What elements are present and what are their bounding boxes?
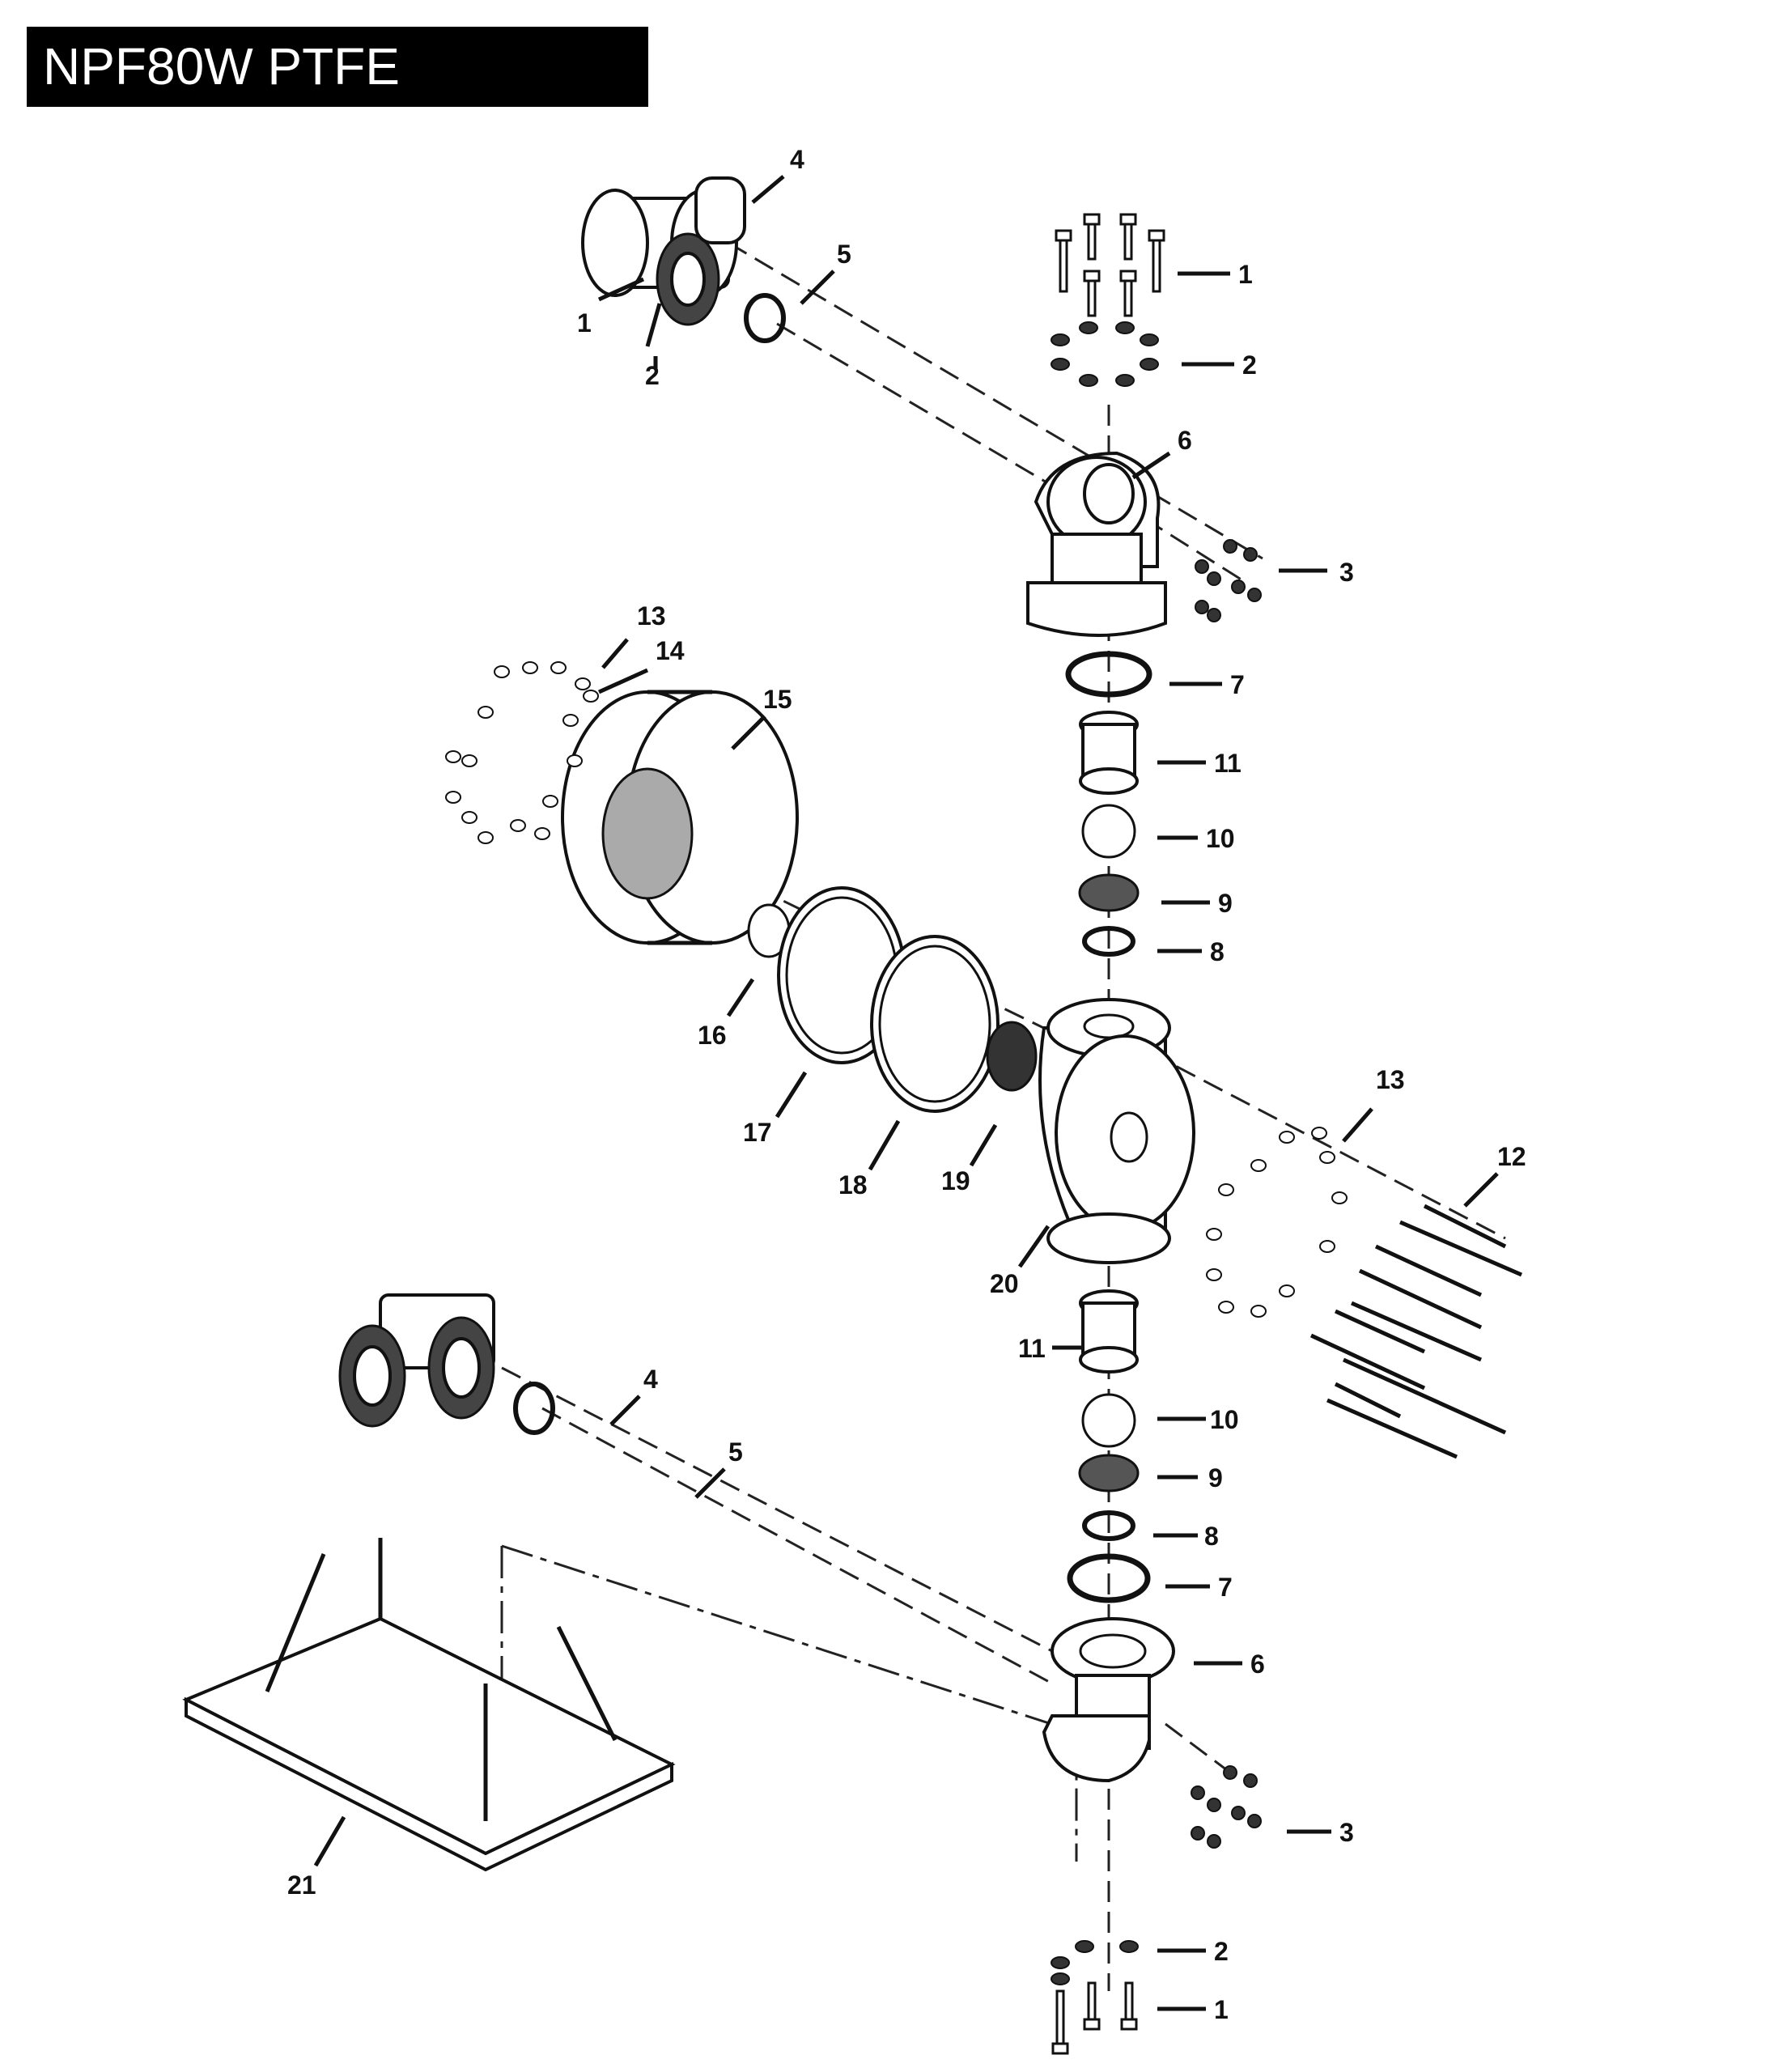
bottom-seat-9	[1078, 1454, 1140, 1492]
bottom-manifold	[338, 1293, 495, 1428]
callout-mid-14: 14	[656, 636, 685, 665]
callout-mid-15: 15	[763, 685, 792, 714]
bottom-ball-10	[1081, 1393, 1136, 1448]
callout-mid-19: 19	[941, 1166, 970, 1195]
callout-bottom-11: 11	[1018, 1334, 1046, 1363]
callout-bottom-9: 9	[1208, 1463, 1223, 1492]
top-oring-5	[744, 293, 786, 343]
callout-right-12: 12	[1497, 1142, 1526, 1171]
top-washers-3	[1195, 539, 1262, 622]
callout-top-11: 11	[1214, 749, 1242, 778]
callout-top-nuts-2: 2	[1242, 350, 1257, 380]
callout-bottom-8: 8	[1204, 1522, 1219, 1551]
callout-bottom-1: 1	[1214, 1995, 1229, 2024]
bottom-oring-7	[1067, 1553, 1151, 1603]
callout-mid-13: 13	[637, 601, 666, 631]
callout-top-8: 8	[1210, 937, 1225, 966]
diaphragm-18	[870, 935, 1000, 1113]
callout-bottom-2: 2	[1214, 1937, 1229, 1966]
callout-mid-20: 20	[990, 1269, 1019, 1298]
callout-mid-17: 17	[743, 1118, 772, 1147]
callout-labels: 4 5 1 2 1 2 6 3 7 11 10 9 8 13 14 15 16 …	[287, 145, 1526, 2024]
bottom-cage-11	[1079, 1289, 1139, 1374]
callout-bottom-3: 3	[1339, 1818, 1354, 1847]
bottom-oring-8	[1082, 1510, 1135, 1541]
leader-lines	[313, 175, 1499, 2011]
bottom-oring-5	[513, 1382, 555, 1435]
liquid-chamber-20	[1038, 998, 1195, 1264]
callout-bottom-21: 21	[287, 1870, 316, 1900]
air-cover-15	[561, 690, 799, 945]
callout-bottom-10: 10	[1210, 1405, 1239, 1434]
top-seat-9	[1078, 873, 1140, 912]
bottom-nuts-2	[1051, 1940, 1139, 1985]
assembly-guide-lines	[500, 241, 1506, 1991]
diagram-title: NPF80W PTFE	[43, 37, 400, 96]
base-stand-21	[182, 1538, 676, 1872]
callout-bottom-5: 5	[728, 1437, 743, 1467]
callout-top-bolts-1: 1	[1238, 260, 1253, 289]
top-oring-8	[1082, 926, 1135, 957]
bottom-washers-3	[1191, 1765, 1262, 1849]
right-washers-13	[1206, 1127, 1348, 1318]
callout-top-10: 10	[1206, 824, 1235, 853]
left-nut-ring-13-14	[445, 661, 599, 844]
callout-bottom-4: 4	[643, 1365, 658, 1394]
top-cage-11	[1079, 711, 1139, 795]
top-nuts	[1051, 321, 1159, 387]
callout-right-13: 13	[1376, 1065, 1405, 1094]
callout-top-7: 7	[1230, 670, 1245, 699]
callout-mid-16: 16	[698, 1021, 727, 1050]
right-bolts-12	[1309, 1204, 1522, 1459]
top-elbow-6	[1026, 451, 1167, 637]
callout-bottom-7: 7	[1218, 1573, 1233, 1602]
top-bolts	[1055, 213, 1165, 317]
callout-bottom-6: 6	[1250, 1650, 1265, 1679]
callout-top-manifold-2: 2	[645, 361, 660, 390]
callout-top-manifold-1: 1	[577, 308, 592, 338]
bottom-bolts-1	[1051, 1981, 1138, 2055]
callout-top-5: 5	[837, 240, 851, 269]
callout-top-9: 9	[1218, 889, 1233, 918]
top-manifold	[581, 176, 746, 326]
callout-top-6: 6	[1178, 426, 1192, 455]
outer-plate-19	[986, 1021, 1038, 1092]
bottom-elbow-6	[1042, 1617, 1175, 1783]
callout-mid-18: 18	[838, 1170, 868, 1199]
callout-top-4: 4	[790, 145, 804, 174]
top-ball-10	[1081, 804, 1136, 859]
title-bar: NPF80W PTFE	[27, 27, 648, 107]
top-oring-7	[1065, 651, 1152, 698]
callout-top-3: 3	[1339, 558, 1354, 587]
